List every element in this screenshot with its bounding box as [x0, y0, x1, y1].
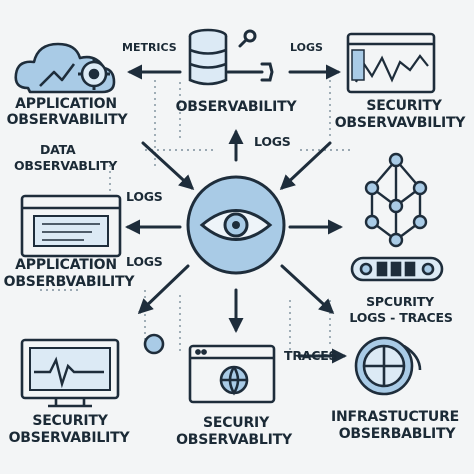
database-icon	[188, 28, 228, 86]
data-obs-label-1: DATA	[40, 142, 76, 157]
infrastructure-label-1: INFRASTUCTURE	[330, 409, 460, 425]
conveyor-icon	[350, 256, 444, 282]
security-top-label-2: OBSERVAVBILITY	[334, 115, 466, 131]
wrench-icon	[226, 29, 274, 82]
security-bottom-label-1: SECURITY	[32, 413, 108, 429]
logs-left-lower-label: LOGS	[126, 254, 163, 269]
logs-top-label: LOGS	[290, 41, 323, 54]
security-bottom-label-2: OBSERVABILITY	[8, 430, 130, 446]
observability-top-label: OBSERVABILITY	[175, 99, 297, 115]
security-obs-bottom-label-1: SECURIY	[202, 415, 270, 431]
heartbeat-monitor-icon	[20, 338, 120, 408]
app-obs-mid-label-2: OBSERBVABILITY	[3, 274, 135, 290]
network-graph-icon	[364, 152, 428, 248]
traces-label: TRACES	[284, 348, 338, 363]
browser-window-icon	[20, 194, 122, 258]
data-obs-label-2: OBSERVABLITY	[14, 158, 118, 173]
metrics-label: METRICS	[122, 41, 177, 54]
security-obs-bottom-label-2: OBSERVABLITY	[176, 432, 292, 448]
app-obs-mid-label-1: APPLICATION	[15, 257, 117, 273]
app-obs-top-label-2: OBSERVABILITY	[6, 112, 128, 128]
connector-arrows	[125, 64, 347, 364]
line-chart-monitor-icon	[346, 32, 436, 94]
globe-window-icon	[188, 344, 276, 404]
infrastructure-label-2: OBSERBABLITY	[338, 426, 456, 442]
logs-left-label: LOGS	[126, 189, 163, 204]
ring-icon	[143, 333, 165, 355]
security-logs-label-1: SPCURITY	[366, 294, 434, 309]
app-obs-top-label-1: APPLICATION	[15, 96, 117, 112]
cloud-gear-icon	[14, 42, 116, 94]
logs-center-label: LOGS	[254, 134, 291, 149]
security-top-label-1: SECURITY	[366, 98, 442, 114]
eye-icon	[186, 175, 286, 275]
security-logs-label-2: LOGS - TRACES	[349, 310, 453, 325]
globe-badge-icon	[354, 336, 422, 396]
